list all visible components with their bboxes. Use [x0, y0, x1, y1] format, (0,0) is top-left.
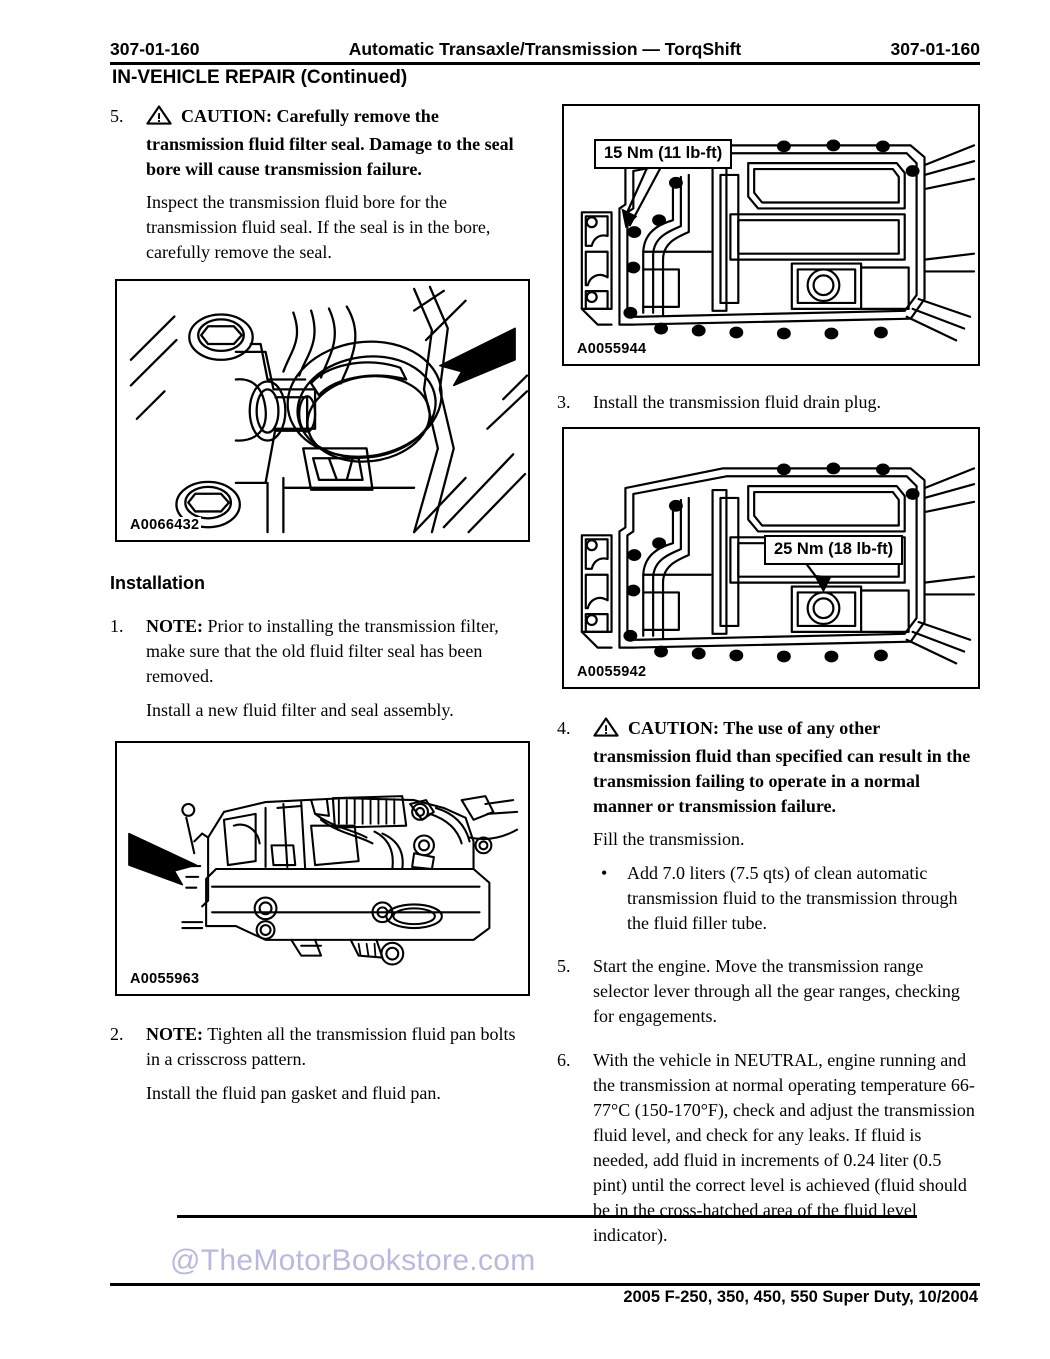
step-1-note: NOTE: Prior to installing the transmissi… — [146, 614, 530, 689]
step-6-right: 6. With the vehicle in NEUTRAL, engine r… — [557, 1048, 977, 1248]
caution-label: CAUTION: — [181, 106, 273, 126]
step-2-note: NOTE: Tighten all the transmission fluid… — [146, 1022, 530, 1072]
step-2-body: Install the fluid pan gasket and fluid p… — [146, 1083, 441, 1103]
figure-id-label: A0055944 — [575, 341, 649, 357]
page-title: Automatic Transaxle/Transmission — TorqS… — [348, 39, 742, 59]
step-4-right: 4. CAUTION: The use of any other transmi… — [557, 716, 977, 936]
left-column: 5. CAUTION: Carefully remove the transmi… — [110, 104, 530, 1112]
step-1-body: Install a new fluid filter and seal asse… — [146, 700, 454, 720]
header-divider — [110, 62, 980, 65]
figure-a0055942-drawing — [580, 462, 976, 665]
pointer-arrow-icon — [439, 327, 516, 387]
step-5-body: Start the engine. Move the transmission … — [593, 956, 960, 1026]
figure-a0055963-drawing — [128, 795, 519, 966]
header-code-left: 307-01-160 — [110, 39, 200, 59]
figure-a0066432-drawing — [129, 285, 528, 534]
figure-a0055963: A0055963 — [115, 741, 530, 996]
watermark: @TheMotorBookstore.com — [170, 1244, 536, 1277]
figure-id-label: A0066432 — [128, 517, 202, 533]
note-label: NOTE: — [146, 1024, 204, 1044]
caution-text: The use of any other transmission fluid … — [593, 718, 971, 816]
figure-id-label: A0055963 — [128, 971, 202, 987]
warning-triangle-icon — [146, 105, 172, 132]
page-header: 307-01-160 Automatic Transaxle/Transmiss… — [110, 34, 980, 60]
step-3-body: Install the transmission fluid drain plu… — [593, 392, 881, 412]
bullet-marker: • — [601, 863, 608, 883]
step-number: 2. — [110, 1024, 124, 1044]
footer-divider-upper — [177, 1215, 917, 1218]
torque-callout: 25 Nm (18 lb-ft) — [764, 535, 904, 565]
footer-divider-lower — [110, 1283, 980, 1286]
caution-block: CAUTION: The use of any other transmissi… — [593, 716, 977, 819]
step-5-left: 5. CAUTION: Carefully remove the transmi… — [110, 104, 530, 265]
step-5-body: Inspect the transmission fluid bore for … — [146, 192, 491, 262]
section-subtitle: IN-VEHICLE REPAIR (Continued) — [112, 67, 408, 88]
figure-a0055944: 15 Nm (11 lb-ft) A0055944 — [562, 104, 980, 366]
warning-triangle-icon — [593, 717, 619, 744]
note-label: NOTE: — [146, 616, 204, 636]
step-4-body: Fill the transmission. — [593, 829, 745, 849]
step-6-body: With the vehicle in NEUTRAL, engine runn… — [593, 1050, 975, 1245]
step-5-right: 5. Start the engine. Move the transmissi… — [557, 954, 977, 1029]
step-number: 1. — [110, 616, 124, 636]
figure-a0055942: 25 Nm (18 lb-ft) A0055942 — [562, 427, 980, 689]
figure-a0055944-drawing — [580, 139, 976, 342]
note-text: Tighten all the transmission fluid pan b… — [146, 1024, 516, 1069]
torque-callout: 15 Nm (11 lb-ft) — [594, 139, 733, 169]
step-3-right: 3. Install the transmission fluid drain … — [557, 390, 977, 415]
right-column: 15 Nm (11 lb-ft) A0055944 3. Install the… — [557, 104, 980, 1254]
figure-id-label: A0055942 — [575, 664, 649, 680]
pointer-arrow-icon — [128, 832, 197, 886]
pan-bolt-markers — [623, 139, 920, 340]
step-4-bullet-item: • Add 7.0 liters (7.5 qts) of clean auto… — [593, 861, 977, 936]
step-number: 6. — [557, 1050, 571, 1070]
caution-label: CAUTION: — [628, 718, 720, 738]
caution-block: CAUTION: Carefully remove the transmissi… — [146, 104, 530, 182]
installation-heading: Installation — [110, 573, 206, 593]
callout-arrowhead — [813, 574, 832, 593]
header-code-right: 307-01-160 — [890, 39, 980, 59]
step-number: 3. — [557, 392, 571, 412]
step-number: 4. — [557, 718, 571, 738]
bullet-text: Add 7.0 liters (7.5 qts) of clean automa… — [627, 863, 958, 933]
note-text: Prior to installing the transmission fil… — [146, 616, 499, 686]
step-1-installation: 1. NOTE: Prior to installing the transmi… — [110, 614, 530, 723]
step-2-installation: 2. NOTE: Tighten all the transmission fl… — [110, 1022, 530, 1106]
caution-text: Carefully remove the transmission fluid … — [146, 106, 514, 179]
callout-arrowhead — [621, 208, 638, 229]
step-number: 5. — [110, 106, 124, 126]
pan-bolt-markers — [623, 462, 920, 663]
publication-info: 2005 F-250, 350, 450, 550 Super Duty, 10… — [623, 1288, 978, 1306]
step-number: 5. — [557, 956, 571, 976]
figure-a0066432: A0066432 — [115, 279, 530, 542]
